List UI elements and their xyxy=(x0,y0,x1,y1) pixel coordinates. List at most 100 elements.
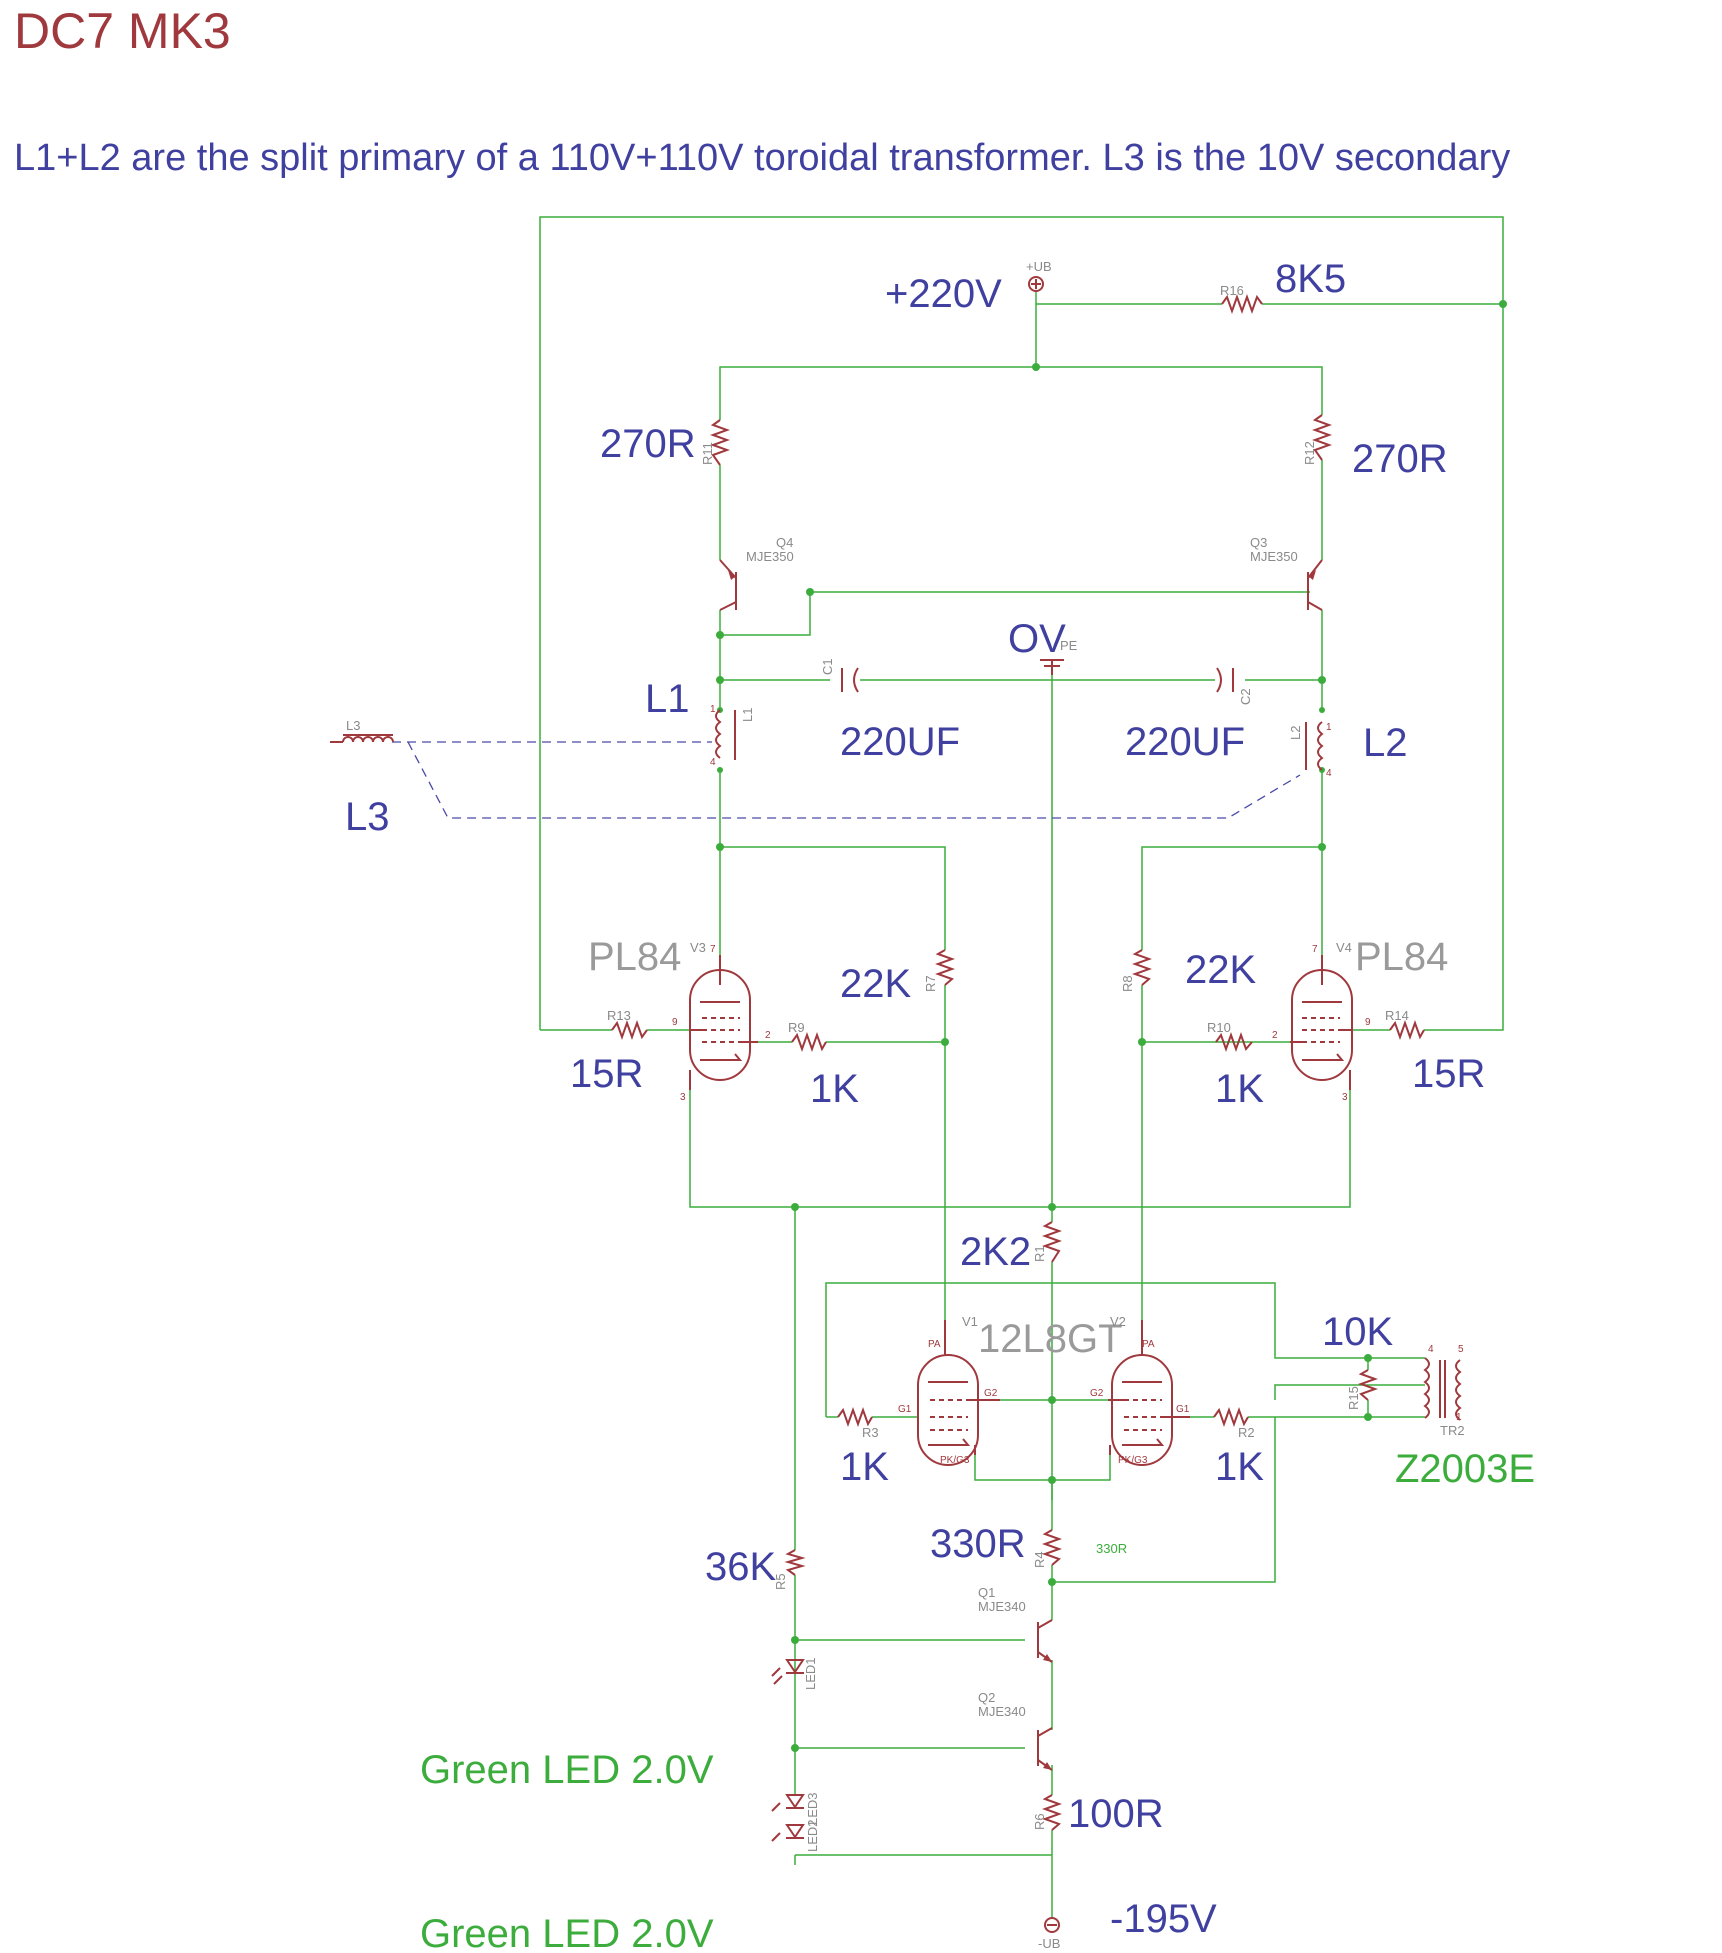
svg-text:Q1: Q1 xyxy=(978,1585,995,1600)
schematic-note: L1+L2 are the split primary of a 110V+11… xyxy=(14,137,1510,179)
svg-text:PA: PA xyxy=(928,1339,941,1350)
svg-text:R9: R9 xyxy=(788,1020,805,1035)
svg-text:MJE340: MJE340 xyxy=(978,1599,1026,1614)
svg-text:9: 9 xyxy=(672,1017,678,1028)
svg-text:Q2: Q2 xyxy=(978,1690,995,1705)
svg-text:R10: R10 xyxy=(1207,1020,1231,1035)
svg-text:R11: R11 xyxy=(700,442,715,465)
svg-text:2: 2 xyxy=(765,1030,771,1041)
svg-text:R6: R6 xyxy=(1032,1813,1047,1830)
c1-value: 220UF xyxy=(840,720,960,764)
ground-label: OV xyxy=(1008,617,1066,661)
resistor-r16: R16 8K5 xyxy=(1220,257,1346,314)
l3-label: L3 xyxy=(345,795,390,839)
svg-text:G1: G1 xyxy=(898,1404,912,1415)
inductor-l3: L3 L3 xyxy=(330,718,394,839)
inductor-l1: L1 1 4 L1 xyxy=(645,677,755,768)
r13-value: 15R xyxy=(570,1052,643,1096)
svg-text:5: 5 xyxy=(1458,1344,1464,1355)
led-note-lower: Green LED 2.0V xyxy=(420,1912,714,1953)
r3-value: 1K xyxy=(840,1445,889,1489)
r5-value: 36K xyxy=(705,1545,776,1589)
svg-text:4: 4 xyxy=(1428,1344,1434,1355)
svg-text:L2: L2 xyxy=(1288,726,1303,740)
svg-text:LED1: LED1 xyxy=(803,1657,818,1690)
led-led3: LED3 xyxy=(771,1792,820,1825)
svg-text:PK/G3: PK/G3 xyxy=(940,1455,970,1466)
transistor-q4: Q4 MJE350 xyxy=(719,535,794,611)
resistor-r9: R9 1K xyxy=(758,1020,859,1111)
svg-text:Q4: Q4 xyxy=(776,535,793,550)
svg-text:2: 2 xyxy=(1272,1030,1278,1041)
v4-type: PL84 xyxy=(1355,935,1448,979)
negative-supply-label: -195V xyxy=(1110,1897,1217,1941)
svg-text:V1: V1 xyxy=(962,1314,978,1329)
svg-text:LED3: LED3 xyxy=(805,1792,820,1825)
resistor-r12: R12 270R xyxy=(1302,414,1448,481)
r15-value: 10K xyxy=(1322,1310,1393,1354)
r9-value: 1K xyxy=(810,1067,859,1111)
svg-text:V3: V3 xyxy=(690,940,706,955)
transistor-q3: Q3 MJE350 xyxy=(1250,535,1323,611)
svg-text:V4: V4 xyxy=(1336,940,1352,955)
transistor-q2: Q2 MJE340 xyxy=(978,1690,1053,1771)
svg-text:C2: C2 xyxy=(1238,688,1253,705)
svg-text:R3: R3 xyxy=(862,1425,879,1440)
resistor-r6: R6 100R xyxy=(1032,1792,1164,1836)
svg-text:R2: R2 xyxy=(1238,1425,1255,1440)
resistor-r10: R10 1K xyxy=(1207,1020,1290,1111)
resistor-r5: R5 36K xyxy=(705,1545,806,1590)
svg-text:R14: R14 xyxy=(1385,1008,1409,1023)
r14-value: 15R xyxy=(1412,1052,1485,1096)
r8-value: 22K xyxy=(1185,948,1256,992)
r16-value: 8K5 xyxy=(1275,257,1346,301)
r7-value: 22K xyxy=(840,962,911,1006)
tube-v3: 7 9 2 3 V3 PL84 xyxy=(588,935,771,1103)
svg-text:R13: R13 xyxy=(607,1008,631,1023)
resistor-r14: R14 15R xyxy=(1352,1008,1485,1096)
ground-symbol: OV PE xyxy=(1008,617,1078,675)
transistor-q1: Q1 MJE340 xyxy=(978,1585,1053,1663)
r1-value: 2K2 xyxy=(960,1230,1031,1274)
svg-text:R15: R15 xyxy=(1346,1386,1361,1410)
schematic-title: DC7 MK3 xyxy=(14,3,231,59)
resistor-r3: R3 1K xyxy=(837,1407,889,1489)
positive-supply: +UB +220V xyxy=(885,259,1052,316)
c2-value: 220UF xyxy=(1125,720,1245,764)
tube-v4: 7 9 2 3 V4 PL84 xyxy=(1272,935,1448,1103)
svg-text:G1: G1 xyxy=(1176,1404,1190,1415)
svg-text:Q3: Q3 xyxy=(1250,535,1267,550)
r4-value: 330R xyxy=(930,1522,1026,1566)
resistor-r2: R2 1K xyxy=(1213,1407,1264,1489)
svg-text:L3: L3 xyxy=(346,718,360,733)
v1-type: 12L8GT xyxy=(978,1317,1123,1361)
svg-text:PE: PE xyxy=(1060,638,1078,653)
l1-label: L1 xyxy=(645,677,690,721)
coupling-line-lower xyxy=(407,741,1301,819)
svg-text:7: 7 xyxy=(710,944,716,955)
l2-label: L2 xyxy=(1363,721,1408,765)
svg-text:R4: R4 xyxy=(1032,1551,1047,1568)
svg-text:7: 7 xyxy=(1312,944,1318,955)
svg-text:-UB: -UB xyxy=(1038,1936,1060,1951)
junctions xyxy=(716,300,1507,1752)
svg-text:PA: PA xyxy=(1142,1339,1155,1350)
svg-text:G2: G2 xyxy=(1090,1388,1104,1399)
led-led2: LED2 xyxy=(771,1819,820,1852)
svg-text:V2: V2 xyxy=(1110,1314,1126,1329)
resistor-r8: R8 22K xyxy=(1120,948,1256,992)
svg-text:1: 1 xyxy=(710,704,716,715)
r6-value: 100R xyxy=(1068,1792,1164,1836)
transformer-part: Z2003E xyxy=(1395,1447,1535,1491)
svg-text:4: 4 xyxy=(1326,768,1332,779)
v3-type: PL84 xyxy=(588,935,681,979)
svg-text:MJE350: MJE350 xyxy=(1250,549,1298,564)
resistor-r4: R4 330R 330R xyxy=(930,1522,1127,1568)
svg-text:9: 9 xyxy=(1365,1017,1371,1028)
r4-small-value: 330R xyxy=(1096,1541,1127,1556)
r10-value: 1K xyxy=(1215,1067,1264,1111)
svg-text:PK/G3: PK/G3 xyxy=(1118,1455,1148,1466)
capacitor-c1: C1 220UF xyxy=(820,658,960,764)
capacitor-c2: C2 220UF xyxy=(1125,667,1253,764)
